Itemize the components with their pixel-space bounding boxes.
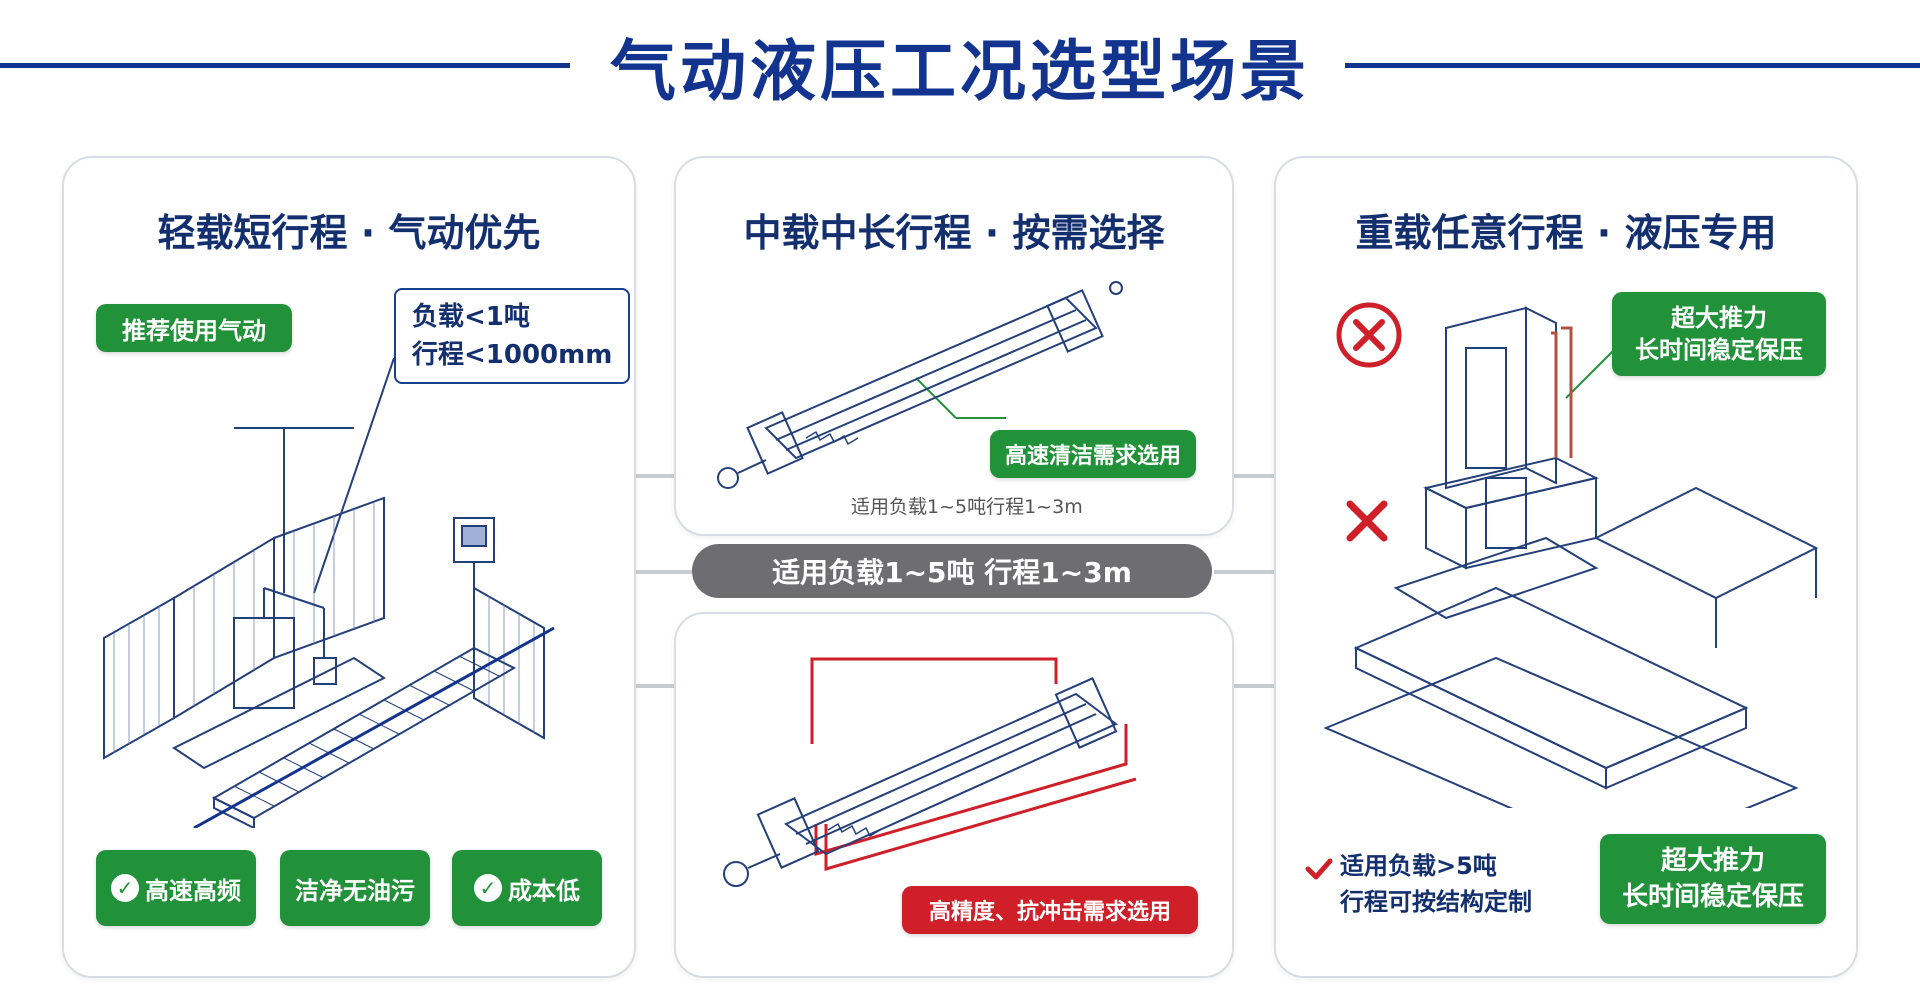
pill-medium-load-spec: 适用负载1~5吨 行程1~3m (692, 544, 1212, 598)
connector-right-mid (1214, 570, 1274, 574)
cross-circle-icon (1336, 302, 1402, 368)
badge-heavy-thrust-bottom-line1: 超大推力 (1660, 846, 1765, 876)
conveyor-workstation-illustration (103, 358, 555, 828)
badge-high-precision: 高精度、抗冲击需求选用 (902, 886, 1198, 934)
page-title: 气动液压工况选型场景 (610, 33, 1310, 110)
badge-recommend-pneumatic: 推荐使用气动 (96, 304, 292, 352)
note-medium-load: 适用负载1~5吨行程1~3m (851, 496, 1083, 518)
heavy-load-spec-line2: 行程可按结构定制 (1340, 888, 1532, 916)
card-medium-load-top: 中载中长行程 · 按需选择 高速清洁需求选用 适用负载1~5吨行程1~3m (674, 156, 1234, 536)
feature-high-speed-label: 高速高频 (145, 876, 241, 905)
hydraulic-press-illustration (1323, 306, 1819, 808)
spec-load: 负载<1吨 (412, 302, 530, 332)
connector-right-top (1230, 474, 1274, 478)
card-title-medium-load: 中载中长行程 · 按需选择 (743, 211, 1165, 255)
badge-heavy-thrust-bottom-line2: 长时间稳定保压 (1621, 882, 1804, 912)
connector-left-top (632, 474, 674, 478)
badge-heavy-thrust-top: 超大推力 长时间稳定保压 (1612, 292, 1826, 376)
card-medium-load-bottom: 高精度、抗冲击需求选用 (674, 612, 1234, 978)
heavy-load-spec: 适用负载>5吨 行程可按结构定制 (1340, 848, 1532, 920)
card-title-heavy-load: 重载任意行程 · 液压专用 (1355, 211, 1777, 255)
connector-left-mid (632, 570, 692, 574)
feature-low-cost-label: 成本低 (508, 876, 580, 905)
feature-low-cost: ✓成本低 (452, 850, 602, 926)
feature-clean-oilfree-label: 洁净无油污 (295, 876, 415, 905)
check-circle-icon: ✓ (111, 874, 139, 902)
spec-box-light-load: 负载<1吨 行程<1000mm (394, 288, 631, 384)
hydraulic-cylinder-illustration (723, 657, 1137, 887)
badge-high-speed-clean: 高速清洁需求选用 (990, 430, 1196, 478)
spec-stroke: 行程<1000mm (412, 340, 613, 370)
badge-heavy-thrust-bottom: 超大推力 长时间稳定保压 (1600, 834, 1826, 924)
badge-heavy-thrust-top-line1: 超大推力 (1671, 304, 1767, 332)
pneumatic-cylinder-illustration (717, 281, 1123, 489)
title-line-left (0, 63, 570, 68)
card-light-load: 轻载短行程 · 气动优先 推荐使用气动 负载<1吨 行程<1000mm (62, 156, 636, 978)
connector-right-bottom (1230, 684, 1274, 688)
feature-clean-oilfree: 洁净无油污 (280, 850, 430, 926)
connector-left-bottom (632, 684, 674, 688)
cross-icon (1346, 500, 1388, 542)
checkmark-icon (1305, 858, 1333, 880)
feature-high-speed: ✓高速高频 (96, 850, 256, 926)
badge-heavy-thrust-top-line2: 长时间稳定保压 (1635, 336, 1803, 364)
check-circle-icon: ✓ (474, 874, 502, 902)
card-title-light-load: 轻载短行程 · 气动优先 (157, 211, 541, 255)
card-heavy-load: 重载任意行程 · 液压专用 超大推力 长时间稳定保压 (1274, 156, 1858, 978)
heavy-load-spec-line1: 适用负载>5吨 (1340, 852, 1497, 880)
title-line-right (1345, 63, 1920, 68)
